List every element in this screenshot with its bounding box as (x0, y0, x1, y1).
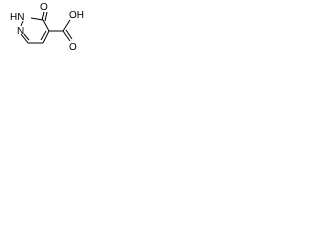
bond-c4-c5 (42, 30, 50, 44)
bond-cooh-oh (62, 19, 71, 32)
bond-c3-o-keto-double (44, 11, 48, 22)
atom-label-o-carbonyl: O (69, 42, 77, 53)
bond-n1-c3 (30, 17, 44, 21)
atom-label-o-keto: O (40, 2, 48, 13)
atom-label-nh: HN (10, 12, 24, 23)
keto-group (41, 11, 48, 22)
bond-c4-c5-inner (40, 30, 47, 41)
atom-label-oh: OH (69, 10, 84, 21)
bond-c3-c4 (42, 19, 50, 32)
atom-label-n: N (17, 26, 24, 37)
chemical-structure-diagram: HN N O OH O (10, 2, 84, 53)
pyridazine-ring (20, 17, 50, 44)
bond-c6-n2-inner (23, 33, 30, 41)
bond-c6-n2 (20, 33, 29, 44)
bond-cooh-o (62, 30, 71, 42)
bond-n2-n1 (20, 20, 24, 27)
carboxylic-acid-group (49, 19, 73, 42)
bond-c3-o-keto (41, 11, 45, 21)
bond-cooh-o-double (65, 29, 73, 40)
